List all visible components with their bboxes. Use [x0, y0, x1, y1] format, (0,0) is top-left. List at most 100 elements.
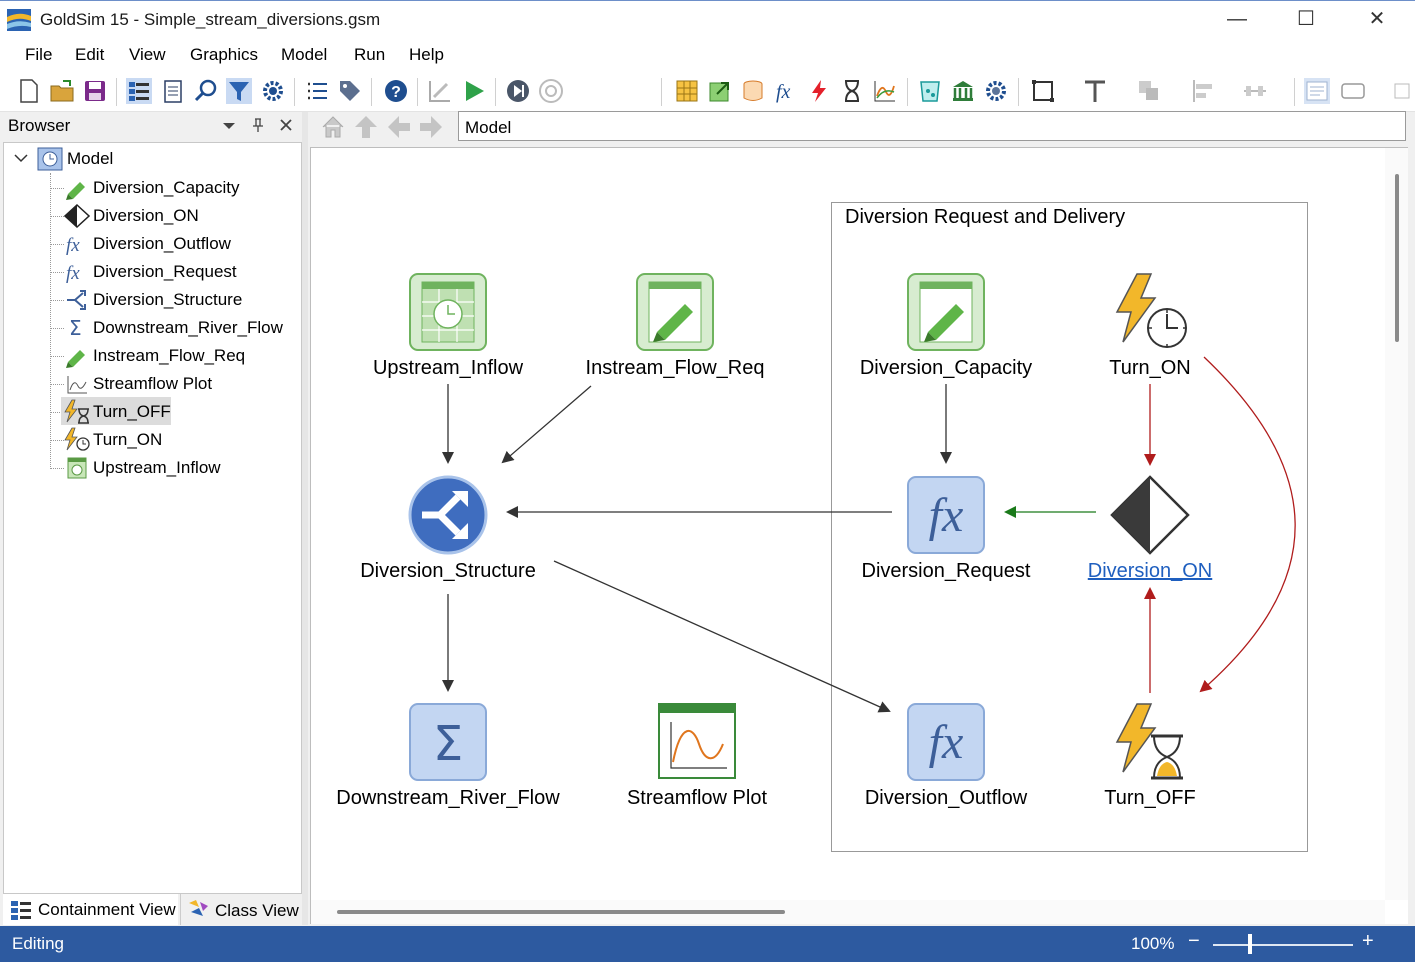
pin-icon[interactable]	[251, 117, 265, 133]
diversion-on-node-icon[interactable]	[1110, 475, 1190, 555]
help-icon[interactable]: ?	[383, 78, 409, 104]
browser-toggle-icon[interactable]	[126, 78, 152, 104]
export-icon[interactable]	[707, 78, 733, 104]
maximize-button[interactable]: ☐	[1297, 8, 1315, 30]
model-canvas[interactable]: Diversion Request and Delivery Upstream_…	[310, 147, 1408, 924]
menu-file[interactable]: File	[25, 45, 53, 64]
data-element-icon[interactable]	[674, 78, 700, 104]
node-label-diversion-structure[interactable]: Diversion_Structure	[360, 560, 536, 582]
tag-icon[interactable]	[337, 78, 363, 104]
tree-item-downstream-river-flow[interactable]: Downstream_River_Flow	[93, 318, 283, 337]
turn-off-node-icon[interactable]	[1113, 702, 1193, 782]
zoom-slider-thumb[interactable]	[1248, 934, 1252, 954]
chevron-down-icon[interactable]	[222, 121, 236, 131]
streamflow-plot-node-icon[interactable]	[657, 702, 737, 782]
tree-item-diversion-outflow[interactable]: Diversion_Outflow	[93, 234, 231, 253]
run-icon[interactable]	[461, 78, 487, 104]
downstream-river-flow-node-icon[interactable]: Σ	[408, 702, 488, 782]
tree-item-diversion-request[interactable]: Diversion_Request	[93, 262, 237, 281]
node-label-downstream-river-flow[interactable]: Downstream_River_Flow	[336, 787, 560, 809]
node-label-diversion-request[interactable]: Diversion_Request	[861, 560, 1031, 582]
horizontal-scrollbar[interactable]	[311, 900, 1385, 924]
horizontal-scroll-thumb[interactable]	[337, 910, 785, 914]
menu-help[interactable]: Help	[409, 45, 444, 64]
shape-icon[interactable]	[1340, 78, 1366, 104]
gear-icon[interactable]	[983, 78, 1009, 104]
node-label-upstream-inflow[interactable]: Upstream_Inflow	[372, 357, 524, 379]
tree-item-turn-on[interactable]: Turn_ON	[93, 430, 163, 449]
container-diversion-request[interactable]	[831, 202, 1308, 852]
diversion-capacity-node-icon[interactable]	[906, 272, 986, 352]
node-label-diversion-capacity[interactable]: Diversion_Capacity	[859, 357, 1033, 379]
node-label-turn-off[interactable]: Turn_OFF	[1104, 787, 1196, 809]
rectangle-icon[interactable]	[1030, 78, 1056, 104]
list-icon[interactable]	[304, 78, 330, 104]
zoom-out-button[interactable]: −	[1188, 930, 1200, 952]
link-structure-to-outflow[interactable]	[553, 560, 891, 713]
reset-icon[interactable]	[538, 78, 564, 104]
text-icon[interactable]	[1082, 78, 1108, 104]
step-icon[interactable]	[505, 78, 531, 104]
diversion-request-node-icon[interactable]: fx	[906, 475, 986, 555]
close-pane-icon[interactable]	[279, 118, 293, 132]
tree-item-diversion-structure[interactable]: Diversion_Structure	[93, 290, 243, 309]
menu-edit[interactable]: Edit	[75, 45, 105, 64]
notes-icon[interactable]	[160, 78, 186, 104]
diversion-outflow-node-icon[interactable]: fx	[906, 702, 986, 782]
pool-icon[interactable]	[917, 78, 943, 104]
node-label-diversion-on[interactable]: Diversion_ON	[1087, 560, 1213, 582]
zoom-in-button[interactable]: +	[1362, 930, 1374, 952]
node-label-diversion-outflow[interactable]: Diversion_Outflow	[864, 787, 1028, 809]
zoom-slider-track[interactable]	[1213, 944, 1353, 946]
find-icon[interactable]	[193, 78, 219, 104]
new-file-icon[interactable]	[16, 78, 42, 104]
menu-run[interactable]: Run	[354, 45, 386, 64]
instream-flow-req-node-icon[interactable]	[635, 272, 715, 352]
chevron-down-icon[interactable]	[14, 154, 28, 164]
forward-arrow-icon[interactable]	[418, 114, 444, 140]
event-icon[interactable]	[806, 78, 832, 104]
tree-item-streamflow-plot[interactable]: Streamflow Plot	[93, 374, 213, 393]
group-icon[interactable]	[1136, 78, 1162, 104]
vertical-scroll-thumb[interactable]	[1395, 174, 1399, 342]
filter-icon[interactable]	[226, 78, 252, 104]
link-instream-to-structure[interactable]	[501, 385, 592, 464]
tree-item-diversion-capacity[interactable]: Diversion_Capacity	[93, 178, 240, 197]
back-arrow-icon[interactable]	[386, 114, 412, 140]
path-field[interactable]: Model	[458, 111, 1406, 141]
edit-mode-icon[interactable]	[427, 78, 453, 104]
diversion-structure-node-icon[interactable]	[408, 475, 488, 555]
upstream-inflow-node-icon[interactable]	[408, 272, 488, 352]
close-button[interactable]: ✕	[1368, 8, 1386, 30]
tree-item-diversion-on[interactable]: Diversion_ON	[93, 206, 199, 225]
distribute-icon[interactable]	[1242, 78, 1268, 104]
tree-item-upstream-inflow[interactable]: Upstream_Inflow	[93, 458, 221, 477]
save-icon[interactable]	[82, 78, 108, 104]
tab-class-view[interactable]: Class View	[180, 894, 301, 925]
vertical-scrollbar[interactable]	[1385, 148, 1408, 900]
menu-graphics[interactable]: Graphics	[190, 45, 259, 64]
node-label-instream-flow-req[interactable]: Instream_Flow_Req	[585, 357, 765, 379]
tab-containment-view[interactable]: Containment View	[3, 894, 178, 925]
expression-icon[interactable]: fx	[773, 78, 799, 104]
pane-splitter[interactable]	[302, 112, 308, 925]
node-label-turn-on[interactable]: Turn_ON	[1109, 357, 1191, 379]
settings-icon[interactable]	[260, 78, 286, 104]
up-arrow-icon[interactable]	[353, 114, 379, 140]
home-icon[interactable]	[320, 114, 346, 140]
institution-icon[interactable]	[950, 78, 976, 104]
result-icon[interactable]	[872, 78, 898, 104]
link-turnon-to-turnoff[interactable]	[1199, 356, 1296, 693]
overflow-icon[interactable]	[1392, 78, 1412, 104]
open-folder-icon[interactable]	[49, 78, 75, 104]
tree-item-turn-off[interactable]: Turn_OFF	[93, 402, 171, 421]
align-icon[interactable]	[1190, 78, 1216, 104]
view-icon[interactable]	[1304, 78, 1330, 104]
menu-view[interactable]: View	[129, 45, 166, 64]
minimize-button[interactable]: —	[1227, 8, 1247, 30]
node-label-streamflow-plot[interactable]: Streamflow Plot	[626, 787, 768, 809]
tree-root-model[interactable]: Model	[67, 149, 114, 168]
tree-item-instream-flow-req[interactable]: Instream_Flow_Req	[93, 346, 246, 365]
timer-icon[interactable]	[839, 78, 865, 104]
menu-model[interactable]: Model	[281, 45, 328, 64]
